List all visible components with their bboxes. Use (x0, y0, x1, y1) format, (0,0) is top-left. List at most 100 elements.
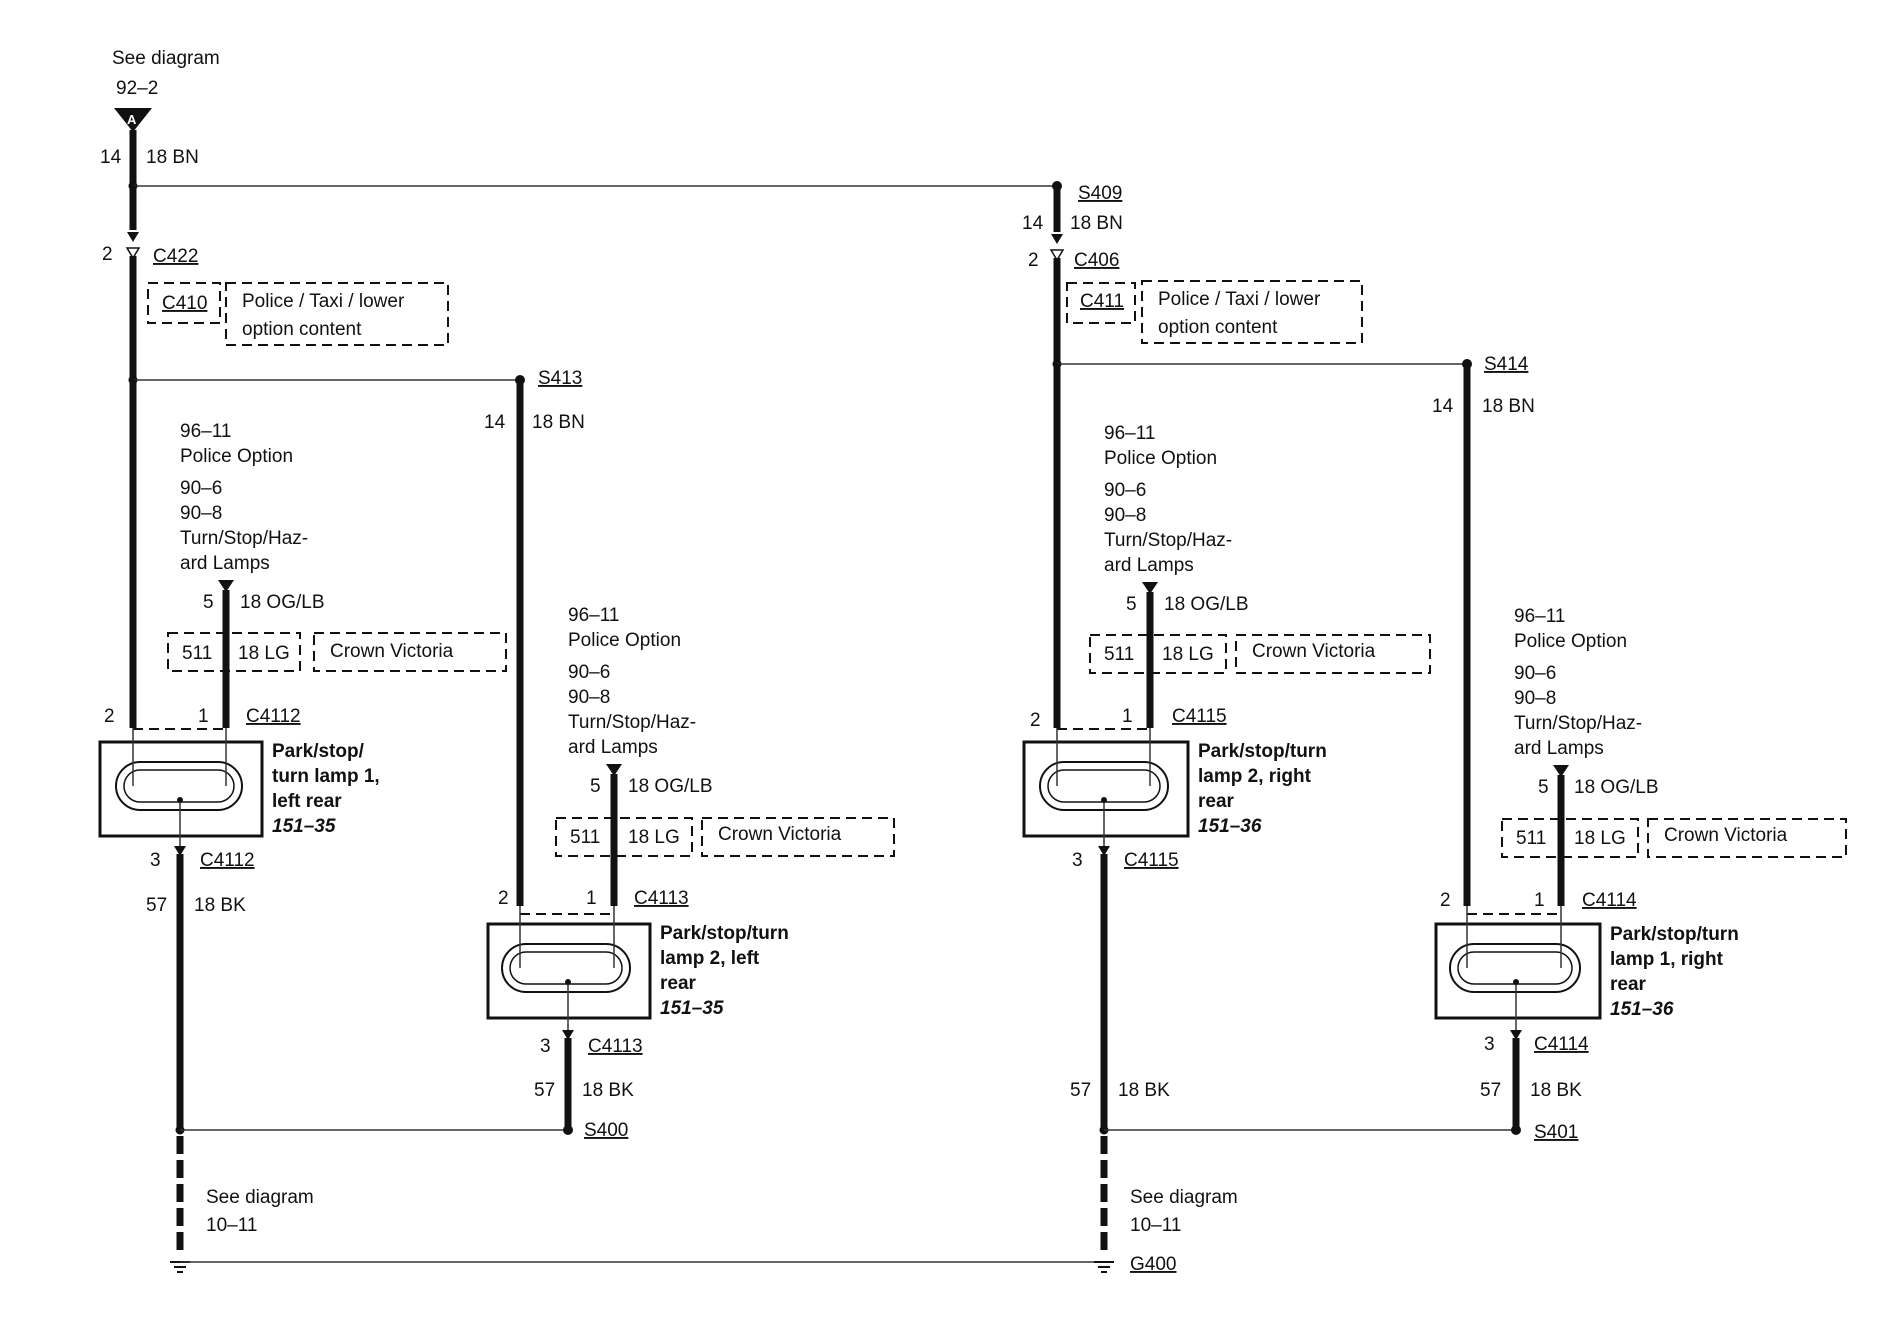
s413-circuit: 14 (484, 412, 506, 433)
lamp4-alt-note-box (1647, 818, 1847, 858)
lamp3-ground-arrow-icon (1098, 846, 1110, 856)
lamp2-ground-circuit: 57 (534, 1080, 555, 1101)
lamp4-ground-circuit: 57 (1480, 1080, 1501, 1101)
lamp3-ground-circuit: 57 (1070, 1080, 1091, 1101)
c411-label: C411 (1080, 291, 1124, 312)
lamp1-pin-feed: 2 (104, 706, 115, 727)
lamp1-bottom-connector: C4112 (200, 850, 255, 871)
lamp1-ground-arrow-icon (174, 846, 186, 856)
lamp4-ref-1-text: Police Option (1514, 631, 1627, 652)
lamp2-ref-2: 90–6 (568, 662, 610, 683)
lamp3-name-1: Park/stop/turn (1198, 741, 1327, 762)
c422-pin: 2 (102, 244, 113, 265)
lamp3-alt-wire: 18 LG (1162, 644, 1214, 665)
lamp2-ref-3-text-1: Turn/Stop/Haz- (568, 712, 696, 733)
c410-label: C410 (162, 293, 207, 314)
lamp4-ref-3-text-2: ard Lamps (1514, 738, 1604, 759)
lamp2-ref-1: 96–11 (568, 605, 619, 626)
c406-arrow-icon (1051, 234, 1063, 244)
lamp2-signal-wire-label: 18 OG/LB (628, 776, 713, 797)
lamp3-name-3: rear (1198, 791, 1235, 812)
lamp2-alt-wire: 18 LG (628, 827, 680, 848)
lamp2-bottom-connector: C4113 (588, 1036, 643, 1057)
lamp2-ground-arrow-icon (562, 1030, 574, 1040)
left-ground-see: See diagram (206, 1187, 314, 1208)
right-option-text-1: Police / Taxi / lower (1158, 289, 1321, 310)
left-option-text-1: Police / Taxi / lower (242, 291, 405, 312)
lamp1-ref-1-text: Police Option (180, 446, 293, 467)
c406-pin: 2 (1028, 250, 1039, 271)
lamp4-bulb-icon (1449, 943, 1581, 993)
lamp1-ref-1: 96–11 (180, 421, 231, 442)
lamp-3: 96–11 Police Option 90–6 90–8 Turn/Stop/… (1022, 423, 1431, 1128)
lamp1-bulb-icon (115, 761, 243, 811)
lamp1-name-1: Park/stop/ (272, 741, 365, 762)
lamp4-name-1: Park/stop/turn (1610, 924, 1739, 945)
c422-arrow-icon (127, 232, 139, 242)
lamp3-ref-2: 90–6 (1104, 480, 1146, 501)
lamp4-pin-ground: 3 (1484, 1034, 1495, 1055)
lamp2-alt-circuit: 511 (570, 827, 600, 848)
left-ground-page: 10–11 (206, 1215, 257, 1236)
lamp4-ref: 151–36 (1610, 999, 1674, 1020)
c422-label: C422 (153, 246, 198, 267)
lamp3-ref-3-text-2: ard Lamps (1104, 555, 1194, 576)
c410-option-box (147, 282, 221, 324)
s400-dot (563, 1125, 573, 1135)
connector-a-icon: A (114, 108, 152, 132)
c406-arrow-lower-icon (1049, 249, 1065, 262)
lamp2-pin-feed: 2 (498, 888, 509, 909)
lamp1-signal-wire-label: 18 OG/LB (240, 592, 325, 613)
lamp4-name-2: lamp 1, right (1610, 949, 1724, 970)
lamp4-pin-signal: 1 (1534, 890, 1545, 911)
trunk-circuit: 14 (100, 147, 122, 168)
s409-label: S409 (1078, 183, 1122, 204)
lamp2-alt-note: Crown Victoria (718, 824, 842, 845)
lamp4-ref-3-text-1: Turn/Stop/Haz- (1514, 713, 1642, 734)
lamp1-alt-note-box (313, 632, 507, 672)
s414-label: S414 (1484, 354, 1529, 375)
right-option-box (1141, 280, 1363, 344)
lamp4-signal-arrow-icon (1553, 765, 1569, 777)
s414-wire: 18 BN (1482, 396, 1535, 417)
right-ground-see: See diagram (1130, 1187, 1238, 1208)
right-option-text-2: option content (1158, 317, 1278, 338)
connector-a-letter: A (127, 112, 137, 127)
lamp4-alt-wire: 18 LG (1574, 828, 1626, 849)
lamp1-ref: 151–35 (272, 816, 336, 837)
lamp-2: 96–11 Police Option 90–6 90–8 Turn/Stop/… (486, 605, 895, 1130)
right-ground-page: 10–11 (1130, 1215, 1181, 1236)
lamp2-pin-signal: 1 (586, 888, 597, 909)
lamp4-ref-1: 96–11 (1514, 606, 1565, 627)
s400-label: S400 (584, 1120, 628, 1141)
c406-label: C406 (1074, 250, 1119, 271)
lamp1-ref-3-text-2: ard Lamps (180, 553, 270, 574)
lamp4-alt-circuit: 511 (1516, 828, 1546, 849)
s401-dot (1511, 1125, 1521, 1135)
lamp3-name-2: lamp 2, right (1198, 766, 1312, 787)
lamp4-ground-wire-label: 18 BK (1530, 1080, 1582, 1101)
lamp-1: 96–11 Police Option 90–6 90–8 Turn/Stop/… (98, 421, 507, 1128)
lamp1-ground-wire-label: 18 BK (194, 895, 246, 916)
c422-arrow-lower-icon (125, 247, 141, 260)
lamp4-ref-3: 90–8 (1514, 688, 1556, 709)
lamp2-signal-circuit: 5 (590, 776, 601, 797)
lamp3-body (1022, 740, 1190, 838)
lamp1-alt-wire: 18 LG (238, 643, 290, 664)
lamp3-ref-1-text: Police Option (1104, 448, 1217, 469)
source-page-ref: 92–2 (116, 78, 158, 99)
g400-label: G400 (1130, 1254, 1176, 1275)
lamp4-ground-arrow-icon (1510, 1030, 1522, 1040)
lamp3-pin-signal: 1 (1122, 706, 1133, 727)
source-see-label: See diagram (112, 48, 220, 69)
lamp2-alt-note-box (701, 817, 895, 857)
left-option-box (225, 282, 449, 346)
lamp2-ref: 151–35 (660, 998, 724, 1019)
lamp-4: 96–11 Police Option 90–6 90–8 Turn/Stop/… (1434, 606, 1847, 1132)
s413-wire: 18 BN (532, 412, 585, 433)
lamp3-top-connector: C4115 (1172, 706, 1227, 727)
lamp2-alt-box (555, 817, 693, 857)
lamp1-alt-circuit: 511 (182, 643, 212, 664)
lamp3-alt-note-box (1235, 634, 1431, 674)
lamp3-signal-arrow-icon (1142, 582, 1158, 594)
